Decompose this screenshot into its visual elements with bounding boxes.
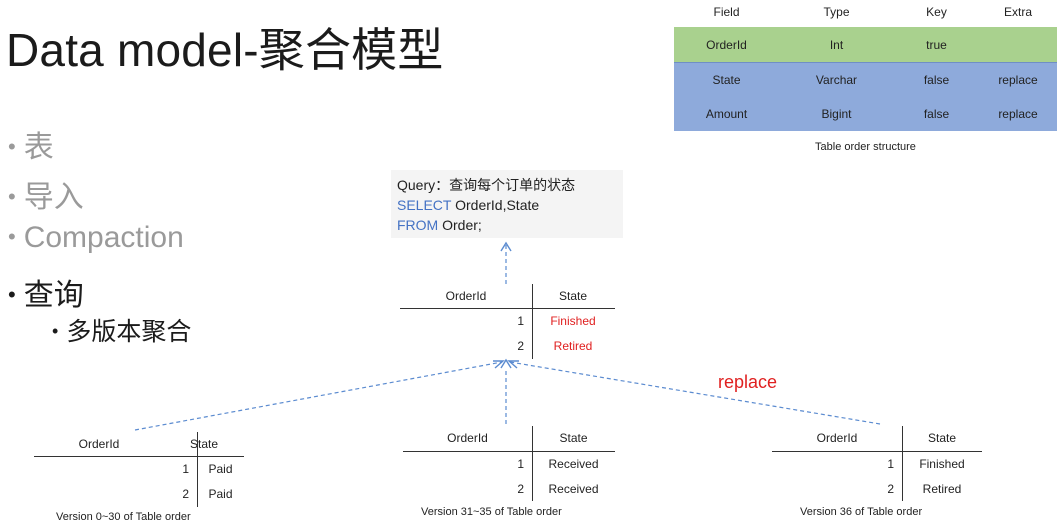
result-table: OrderId State 1 Finished 2 Retired xyxy=(400,284,615,359)
bullet-label: 导入 xyxy=(23,181,84,214)
version-cell-state: Paid xyxy=(208,462,233,476)
result-cell-id: 2 xyxy=(517,339,524,353)
version-header-state: State xyxy=(559,431,588,445)
arrow-v1-to-result xyxy=(134,361,503,431)
version-cell-state: Paid xyxy=(208,487,233,501)
bullet-dot-icon: • xyxy=(52,321,59,341)
arrowhead-up-icon xyxy=(500,358,512,369)
result-cell-state: Retired xyxy=(553,339,593,353)
version-cell-state: Finished xyxy=(919,457,965,471)
cell-key: false xyxy=(923,73,950,87)
version-header-orderid: OrderId xyxy=(816,431,858,445)
version-header-orderid: OrderId xyxy=(447,431,488,445)
cell-key: false xyxy=(923,107,950,121)
header-type: Type xyxy=(823,5,850,19)
structure-table-header: Field Type Key Extra xyxy=(674,0,1057,24)
sql-keyword-from: FROM xyxy=(397,217,439,233)
cell-type: Varchar xyxy=(815,73,858,87)
table-divider xyxy=(772,451,982,452)
table-column-divider xyxy=(532,284,533,359)
structure-row-value: Amount Bigint false replace xyxy=(674,97,1057,131)
bullet-item-compaction: • Compaction xyxy=(8,221,184,255)
bullet-dot-icon: • xyxy=(8,184,16,209)
cell-extra: replace xyxy=(998,73,1038,87)
bullet-item-import: • 导入 xyxy=(8,172,84,216)
header-extra: Extra xyxy=(1003,5,1032,19)
version-table-31-35: OrderId State 1 Received 2 Received xyxy=(403,426,615,501)
query-select-line: SELECT OrderId,State xyxy=(397,195,623,215)
version-cell-state: Received xyxy=(548,457,599,471)
sql-select-columns: OrderId,State xyxy=(451,197,540,213)
result-header-state: State xyxy=(558,289,588,303)
table-divider xyxy=(400,308,615,309)
cell-field: Amount xyxy=(705,107,748,121)
table-divider xyxy=(403,451,615,452)
bullet-dot-icon: • xyxy=(8,282,16,307)
sub-bullet-label: 多版本聚合 xyxy=(66,318,192,346)
table-column-divider xyxy=(902,426,903,501)
table-column-divider xyxy=(532,426,533,501)
arrowhead-icon xyxy=(507,360,519,369)
version-header-state: State xyxy=(189,437,219,451)
version-cell-id: 2 xyxy=(887,482,894,496)
arrowhead-up-icon xyxy=(500,241,512,252)
sql-from-table: Order; xyxy=(438,217,482,233)
query-from-line: FROM Order; xyxy=(397,215,623,235)
result-cell-id: 1 xyxy=(517,314,524,328)
query-description: Query：查询每个订单的状态 xyxy=(397,177,576,193)
bullet-label: Compaction xyxy=(23,221,184,254)
bullet-dot-icon: • xyxy=(8,224,16,249)
bullet-label: 表 xyxy=(23,131,54,164)
query-box: Query：查询每个订单的状态 SELECT OrderId,State FRO… xyxy=(391,170,623,238)
structure-table-caption: Table order structure xyxy=(815,141,916,153)
header-field: Field xyxy=(713,5,740,19)
version-header-state: State xyxy=(927,431,957,445)
table-column-divider xyxy=(197,432,198,507)
version-cell-id: 2 xyxy=(517,482,524,496)
version-header-orderid: OrderId xyxy=(78,437,120,451)
cell-extra: replace xyxy=(998,107,1038,121)
version-cell-id: 1 xyxy=(887,457,894,471)
version-cell-state: Received xyxy=(548,482,599,496)
version-table-36: OrderId State 1 Finished 2 Retired xyxy=(772,426,982,501)
bullet-item-table: •表 xyxy=(8,122,54,166)
arrow-v3-to-result xyxy=(509,361,881,425)
arrowhead-icon xyxy=(493,360,505,369)
version-caption: Version 36 of Table order xyxy=(800,506,923,518)
version-caption: Version 0~30 of Table order xyxy=(56,511,191,523)
result-header-orderid: OrderId xyxy=(445,289,487,303)
sub-bullet-multi-version: • 多版本聚合 xyxy=(52,312,191,348)
bullet-label: 查询 xyxy=(23,279,84,312)
version-cell-state: Retired xyxy=(922,482,962,496)
header-key: Key xyxy=(926,5,947,19)
structure-row-value: State Varchar false replace xyxy=(674,62,1057,97)
version-cell-id: 1 xyxy=(517,457,524,471)
version-table-0-30: OrderId State 1 Paid 2 Paid xyxy=(34,432,244,507)
version-cell-id: 1 xyxy=(182,462,189,476)
sql-keyword-select: SELECT xyxy=(397,197,452,213)
cell-type: Int xyxy=(829,37,844,52)
structure-table: Field Type Key Extra OrderId Int true St… xyxy=(674,0,1057,131)
version-cell-id: 2 xyxy=(182,487,189,501)
bullet-dot-icon: • xyxy=(8,134,16,159)
bullet-item-query: • 查询 xyxy=(8,270,84,314)
result-cell-state: Finished xyxy=(550,314,596,328)
version-caption: Version 31~35 of Table order xyxy=(421,506,562,518)
replace-label: replace xyxy=(718,372,778,392)
page-title: Data model-聚合模型 xyxy=(6,24,444,76)
cell-type: Bigint xyxy=(821,107,852,121)
cell-field: State xyxy=(712,73,741,87)
cell-field: OrderId xyxy=(706,37,747,52)
structure-row-key: OrderId Int true xyxy=(674,27,1057,62)
cell-key: true xyxy=(926,37,947,52)
table-divider xyxy=(34,456,244,457)
